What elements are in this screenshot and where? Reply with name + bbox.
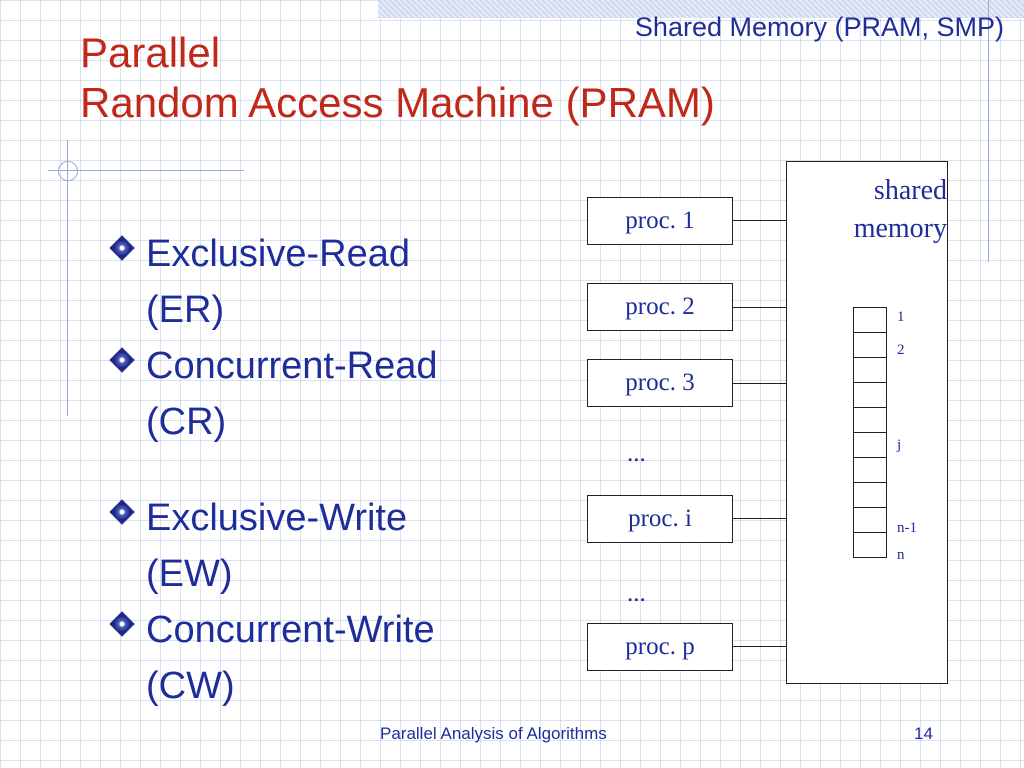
title-line-1: Parallel [80, 29, 221, 76]
memory-cell [853, 457, 887, 482]
bullet-exclusive-read: Exclusive-Read (ER) [104, 226, 504, 338]
bullet-text: (ER) [146, 289, 225, 331]
connector-line [733, 518, 786, 519]
left-vertical-rule [67, 140, 68, 416]
bullet-concurrent-read: Concurrent-Read (CR) [104, 338, 504, 450]
bullet-exclusive-write: Exclusive-Write (EW) [104, 490, 504, 602]
memory-cell [853, 407, 887, 432]
bullet-text: Exclusive-Write [146, 497, 408, 539]
connector-line [733, 307, 786, 308]
memory-cell [853, 482, 887, 507]
ellipsis-label: ... [627, 580, 646, 607]
memory-cell-label: 1 [897, 309, 905, 325]
diamond-bullet-icon [109, 347, 135, 373]
memory-cell [853, 332, 887, 357]
header-subtitle: Shared Memory (PRAM, SMP) [634, 12, 1004, 42]
connector-line [733, 383, 786, 384]
bullet-text: Concurrent-Read [146, 345, 438, 387]
memory-cell [853, 532, 887, 558]
ellipsis-label: ... [627, 440, 646, 467]
memory-cell [853, 432, 887, 457]
memory-cell [853, 507, 887, 532]
memory-cell [853, 307, 887, 332]
memory-cell [853, 357, 887, 382]
diamond-bullet-icon [109, 499, 135, 525]
diamond-bullet-icon [109, 235, 135, 261]
shared-memory-label-line: memory [853, 213, 947, 244]
shared-memory-label-line: shared [873, 175, 947, 206]
memory-cell-label: n [897, 547, 905, 563]
processor-box: proc. 1 [587, 197, 733, 245]
processor-box: proc. 2 [587, 283, 733, 331]
memory-cell-label: 2 [897, 342, 905, 358]
bullet-text: (EW) [146, 553, 233, 595]
bullet-concurrent-write: Concurrent-Write (CW) [104, 602, 504, 714]
memory-cell [853, 382, 887, 407]
bullet-text: Exclusive-Read [146, 233, 410, 275]
processor-box: proc. i [587, 495, 733, 543]
top-decorative-band [378, 0, 1024, 18]
memory-cell-label: j [897, 437, 902, 453]
bullet-text: Concurrent-Write [146, 609, 435, 651]
shared-memory-label: shared memory [854, 172, 947, 248]
connector-line [733, 220, 786, 221]
footer-title: Parallel Analysis of Algorithms [380, 724, 607, 743]
bullet-text: (CW) [146, 665, 235, 707]
connector-line [733, 646, 786, 647]
bullet-text: (CR) [146, 401, 227, 443]
right-vertical-rule [988, 0, 989, 262]
diamond-bullet-icon [109, 611, 135, 637]
memory-cell-label: n-1 [897, 520, 917, 536]
slide-title: Parallel Random Access Machine (PRAM) [80, 28, 715, 128]
shared-memory-box: shared memory [786, 161, 948, 684]
bullet-list: Exclusive-Read (ER) Concurrent-Read (CR)… [104, 226, 504, 714]
processor-box: proc. p [587, 623, 733, 671]
title-horizontal-rule [48, 170, 244, 171]
title-line-2: Random Access Machine (PRAM) [80, 79, 715, 126]
page-number: 14 [914, 724, 933, 743]
processor-box: proc. 3 [587, 359, 733, 407]
crosshair-circle-icon [58, 161, 78, 181]
bullet-spacer [104, 450, 504, 490]
